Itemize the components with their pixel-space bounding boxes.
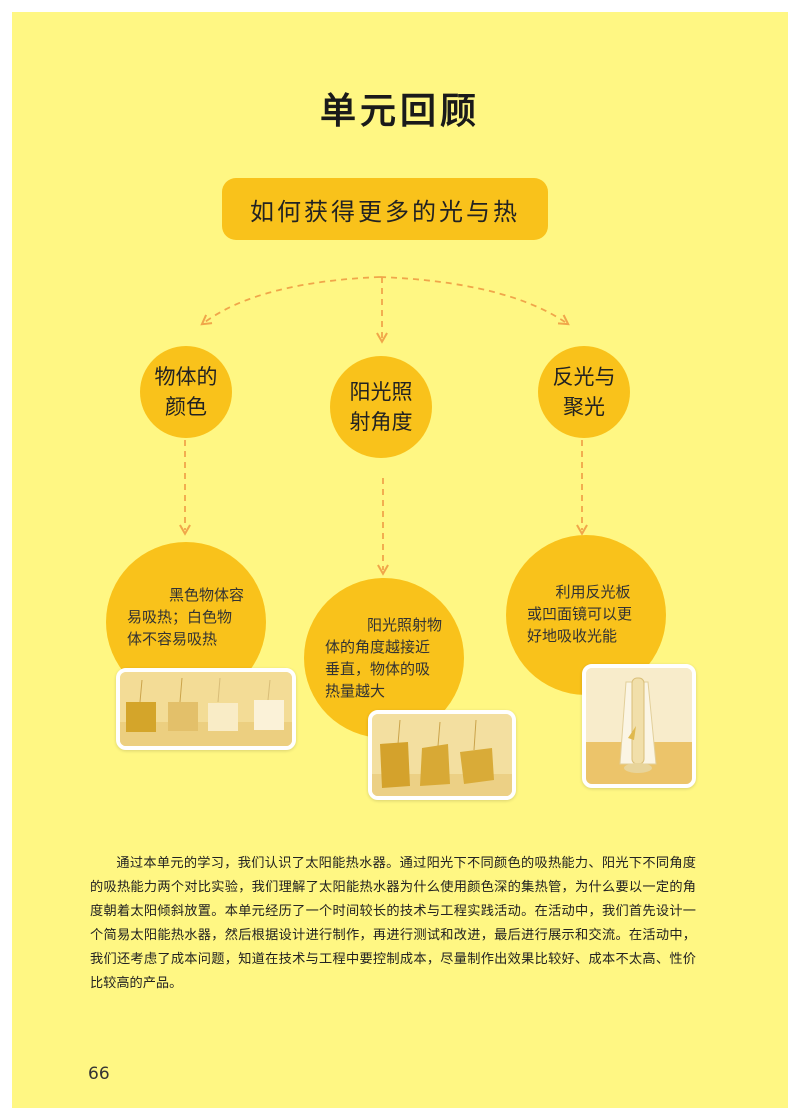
page-number: 66 (88, 1064, 110, 1084)
colored-cards-illustration (120, 672, 292, 746)
topic-label: 如何获得更多的光与热 (250, 197, 520, 226)
factor-circle-angle: 阳光照 射角度 (330, 356, 432, 458)
arc-arrow-left (200, 276, 381, 326)
colored-cards-photo (116, 668, 296, 750)
factor-circle-reflect: 反光与 聚光 (538, 346, 630, 438)
conclusion-text-angle: 阳光照射物体的角度越接近垂直，物体的吸热量越大 (325, 616, 443, 700)
conclusion-text-color: 黑色物体容易吸热；白色物体不容易吸热 (127, 586, 245, 648)
reflector-heater-illustration (586, 668, 692, 784)
arc-arrow-right (379, 276, 570, 326)
tilted-cards-photo (368, 710, 516, 800)
factor-label-angle: 阳光照 射角度 (349, 380, 413, 434)
factor-label-color: 物体的 颜色 (154, 365, 218, 419)
reflector-heater-photo (582, 664, 696, 788)
summary-paragraph: 通过本单元的学习，我们认识了太阳能热水器。通过阳光下不同颜色的吸热能力、阳光下不… (90, 856, 696, 991)
factor-label-reflect: 反光与 聚光 (552, 365, 616, 419)
tilted-cards-illustration (372, 714, 512, 796)
topic-box: 如何获得更多的光与热 (222, 178, 548, 240)
page-title: 单元回顾 (319, 91, 480, 132)
conclusion-text-reflect: 利用反光板或凹面镜可以更好地吸收光能 (527, 583, 633, 645)
factor-circle-color: 物体的 颜色 (140, 346, 232, 438)
